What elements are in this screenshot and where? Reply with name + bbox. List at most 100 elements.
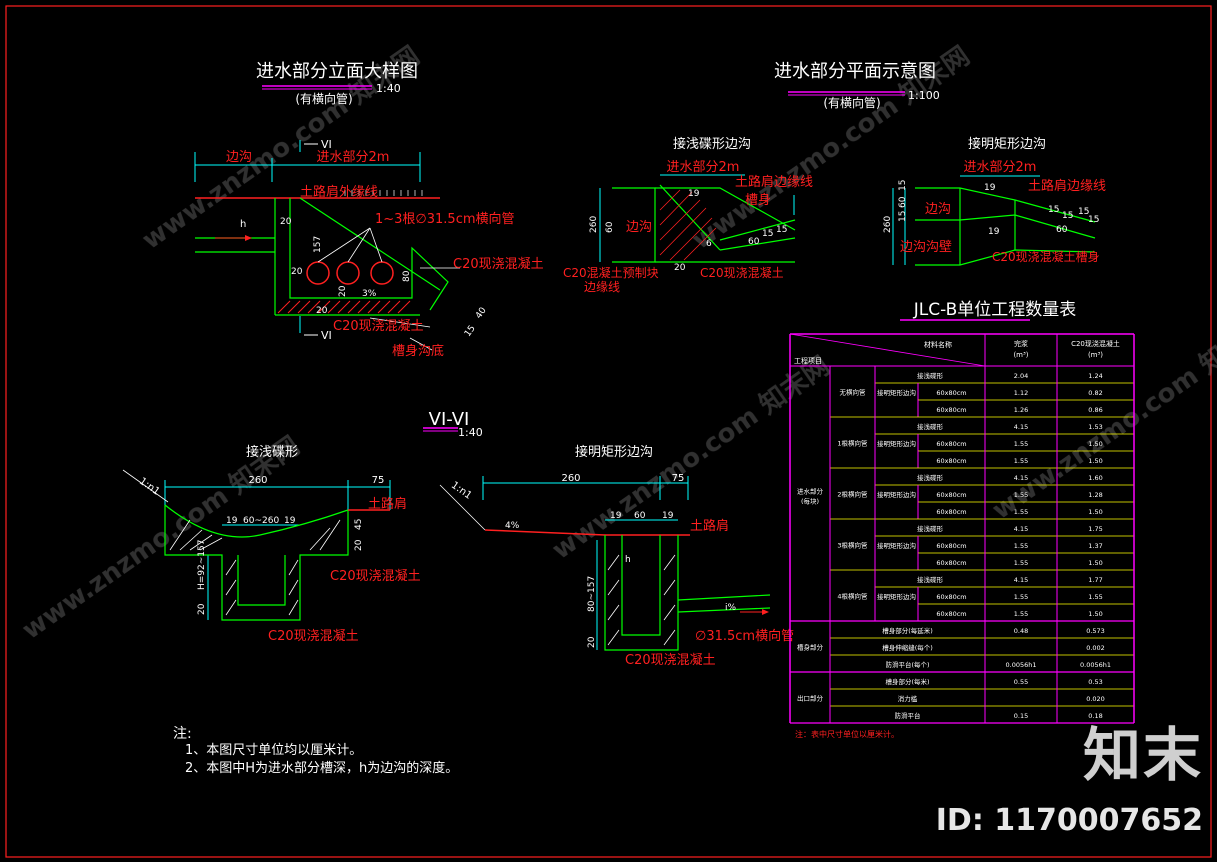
label-pipes: 1~3根∅31.5cm横向管	[375, 211, 515, 227]
view-title: 接浅碟形	[246, 444, 298, 460]
table-cell: 1.50	[1088, 457, 1102, 465]
table-cell: 1.26	[1014, 406, 1028, 414]
label-precast: C20混凝土预制块	[563, 265, 659, 280]
table-cell: 防滑平台(每个)	[885, 660, 929, 669]
table-header: (m³)	[1088, 351, 1103, 359]
table-cell: 1.77	[1088, 576, 1102, 584]
view-title: VI-VI	[429, 409, 470, 430]
table-cell: 0.48	[1014, 627, 1028, 635]
table-cell: 0.82	[1088, 389, 1102, 397]
table-cell: 1.60	[1088, 474, 1102, 482]
label-edge: 土路肩边缘线	[1028, 178, 1106, 194]
table-cell: 0.0056h1	[1006, 661, 1037, 669]
dim-label: 60	[748, 237, 760, 247]
section-title-block: VI-VI 1:40	[423, 409, 483, 439]
table-cell: 0.15	[1014, 712, 1028, 720]
dim-label: 20	[587, 636, 597, 648]
table-cell: 1.55	[1014, 440, 1028, 448]
table-cell: 60x80cm	[936, 491, 966, 499]
table-cell: 接明矩形边沟	[877, 388, 916, 397]
label-concrete: C20现浇混凝土	[333, 318, 424, 334]
table-cell: 0.18	[1088, 712, 1102, 720]
section-outline	[164, 504, 349, 621]
label-shoulder: 土路肩	[368, 496, 407, 512]
scale-label: 1:100	[908, 89, 940, 102]
dim-label: 进水部分2m	[964, 160, 1037, 175]
table-cell: 1.50	[1088, 508, 1102, 516]
table-rule	[789, 333, 986, 367]
scale-label: 1:40	[376, 82, 401, 95]
table-header: C20现浇混凝土	[1071, 339, 1120, 348]
label-shoulder: 土路肩	[690, 518, 729, 534]
label-shoulder-edge: 土路肩外缘线	[300, 184, 378, 200]
hatch	[607, 554, 676, 646]
dim-label: 进水部分2m	[667, 160, 740, 175]
note-item: 1、本图尺寸单位均以厘米计。	[185, 743, 362, 758]
view-title: 接浅碟形边沟	[673, 136, 751, 152]
table-group: 槽身部分	[797, 643, 824, 652]
scale-label: 1:40	[458, 426, 483, 439]
dim-label: 19	[662, 511, 674, 521]
table-cell: 60x80cm	[936, 389, 966, 397]
watermark-text: www.znzmo.com 知末网	[17, 431, 306, 646]
table-cell: 接明矩形边沟	[877, 592, 916, 601]
table-header: 材料名称	[924, 340, 952, 349]
table-cell: 60x80cm	[936, 440, 966, 448]
dim-label: 19	[284, 516, 296, 526]
table-title: JLC-B单位工程数量表	[913, 300, 1077, 320]
table-cell: 0.573	[1086, 627, 1105, 635]
cut-marker-label: VI	[321, 138, 332, 151]
dim-label: 19	[226, 516, 238, 526]
dim-label: i%	[725, 603, 737, 613]
concrete-hatch	[277, 300, 411, 314]
label-trough: 槽身	[745, 192, 771, 208]
dim-label: 15	[1078, 207, 1089, 217]
table-cell: 1.50	[1088, 440, 1102, 448]
dim-label: 20	[338, 285, 348, 297]
dim-label: 15	[1062, 211, 1073, 221]
table-group: 进水部分	[797, 487, 824, 496]
label-concrete: C20现浇混凝土	[330, 568, 421, 584]
small-dims: 19 60~260 19 45 20 H=92~157 20	[197, 516, 364, 615]
cut-marker-label: VI	[321, 329, 332, 342]
table-cell: 1.24	[1088, 372, 1102, 380]
table-subgroup: 1根横向管	[837, 439, 868, 448]
label-concrete: C20现浇混凝土	[625, 652, 716, 668]
dimension-lines	[164, 480, 391, 620]
dim-label: 260	[589, 216, 599, 233]
label-concrete: C20现浇混凝土	[700, 265, 784, 280]
dimension-lines	[599, 188, 795, 262]
dimension-lines	[892, 188, 906, 265]
table-cell: 0.0056h1	[1080, 661, 1111, 669]
view-subtitle: (有横向管)	[823, 95, 880, 110]
dim-label: 4%	[505, 521, 520, 531]
dim-label: 6	[706, 239, 712, 249]
dim-label: 15	[898, 211, 908, 222]
table-cell: 4.15	[1014, 423, 1028, 431]
table-subgroup: 4根横向管	[837, 592, 868, 601]
table-cell: 4.15	[1014, 474, 1028, 482]
table-cell: 4.15	[1014, 525, 1028, 533]
watermark-id: ID: 1170007652	[935, 803, 1203, 838]
pipe-icon	[306, 261, 330, 285]
dim-label: 20	[291, 267, 303, 277]
plan-outline	[612, 184, 796, 263]
table-header: (m³)	[1013, 351, 1028, 359]
dim-label: 19	[988, 227, 1000, 237]
dim-label: h	[240, 219, 246, 230]
table-cell: 60x80cm	[936, 508, 966, 516]
view-title: 进水部分平面示意图	[774, 61, 936, 82]
elevation-detail: 边沟 进水部分2m VI VI 土路肩外缘线 h	[194, 138, 544, 359]
table-cell: 1.55	[1014, 559, 1028, 567]
table-cell: 4.15	[1014, 576, 1028, 584]
label-concrete: C20现浇混凝土	[268, 628, 359, 644]
ground-hatch	[344, 190, 423, 196]
table-cell: 60x80cm	[936, 593, 966, 601]
label-ditch: 边沟	[925, 202, 951, 217]
dim-label: 15	[762, 229, 773, 239]
table-cell: 0.020	[1086, 695, 1105, 703]
dim-label: 60	[1056, 225, 1068, 235]
dim-label: 15	[1048, 205, 1059, 215]
small-dims: 19 60 19 4% h 80~157 20 i%	[505, 511, 737, 648]
